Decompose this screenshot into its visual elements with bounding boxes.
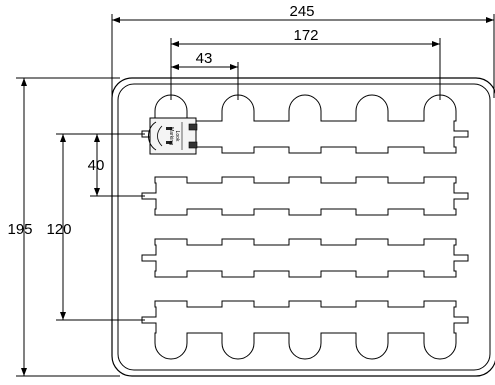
tray-outer-outline [111,77,495,377]
pocket-row-4 [141,300,469,360]
component-label-line1: Look [174,131,180,142]
dim-label-overall-height: 195 [7,221,32,238]
dim-label-pitch-span: 172 [293,27,318,44]
dim-label-pocket-offset: 43 [196,50,213,67]
pocket-row-2 [141,176,469,216]
dim-label-row-span: 120 [46,221,71,238]
dimension-lines [16,14,495,377]
dim-label-row-pitch: 40 [88,157,105,174]
component-label-line2: Marking [168,127,174,145]
component-in-pocket: Look Marking [148,117,198,155]
dimension-arrows [21,17,494,376]
dim-label-overall-width: 245 [289,3,314,20]
pocket-row-3 [141,238,469,278]
tray-inner-outline [117,83,491,371]
